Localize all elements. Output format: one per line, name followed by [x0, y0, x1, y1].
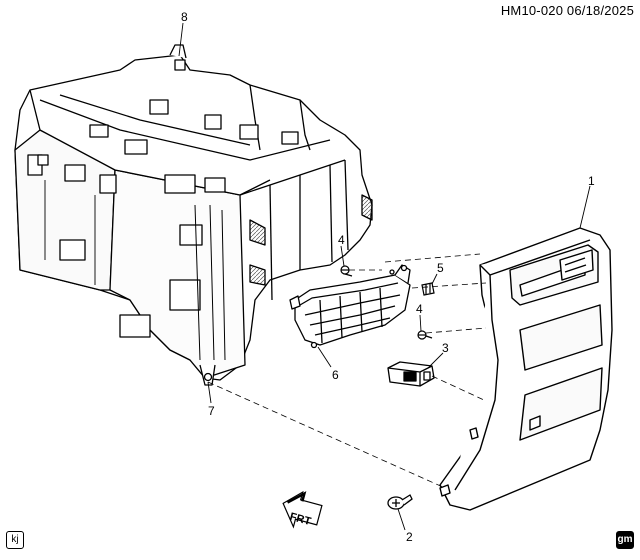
- front-direction-arrow: FRT: [282, 490, 323, 529]
- screw-part4-lower: [417, 330, 433, 340]
- dashed-alignment-lines: [207, 253, 487, 489]
- gm-logo: gm: [616, 531, 634, 549]
- front-arrow-label: FRT: [288, 511, 312, 528]
- callout-8: 8: [181, 10, 188, 24]
- callout-4-lower: 4: [416, 302, 423, 316]
- switch-module-part3: [387, 361, 435, 387]
- trim-panel-part1: [439, 227, 613, 511]
- connector-part5: [421, 282, 435, 296]
- vent-assembly-part6: [289, 264, 411, 349]
- push-pin-part2: [387, 494, 413, 510]
- callout-3: 3: [442, 341, 449, 355]
- corner-tag-left: kj: [6, 531, 24, 549]
- callout-4-upper: 4: [338, 233, 345, 247]
- callout-2: 2: [406, 530, 413, 544]
- callout-1: 1: [588, 174, 595, 188]
- screw-part4-upper: [340, 265, 353, 277]
- leader-lines: [178, 22, 591, 531]
- callout-numbers: 8 1 4 5 4 3 6 7 2: [181, 10, 595, 544]
- callout-6: 6: [332, 368, 339, 382]
- diagram-code: HM10-020 06/18/2025: [500, 3, 634, 18]
- callout-7: 7: [208, 404, 215, 418]
- console-bracket-part8: [14, 44, 373, 386]
- callout-5: 5: [437, 261, 444, 275]
